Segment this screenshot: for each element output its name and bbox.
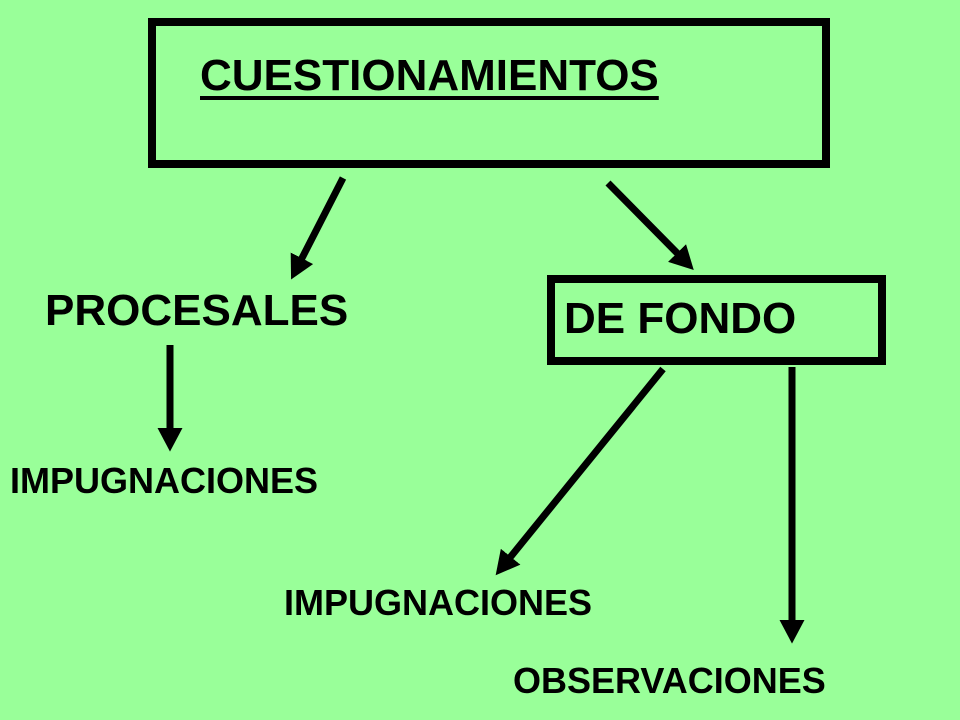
edge-de-fondo-to-impugnaciones-arrow xyxy=(495,366,666,576)
de-fondo-observaciones-label: OBSERVACIONES xyxy=(513,660,826,701)
root-node-box xyxy=(148,18,830,168)
procesales-impugnaciones-label: IMPUGNACIONES xyxy=(10,460,319,501)
edge-root-to-procesales-arrow xyxy=(290,176,347,280)
de-fondo-node-box xyxy=(547,275,886,365)
de-fondo-impugnaciones-label: IMPUGNACIONES xyxy=(284,582,593,623)
de-fondo-node-label: DE FONDO xyxy=(564,294,797,343)
edge-root-to-de-fondo-arrow xyxy=(605,180,694,270)
procesales-node-label: PROCESALES xyxy=(45,286,349,335)
root-node-label: CUESTIONAMIENTOS xyxy=(200,51,659,100)
